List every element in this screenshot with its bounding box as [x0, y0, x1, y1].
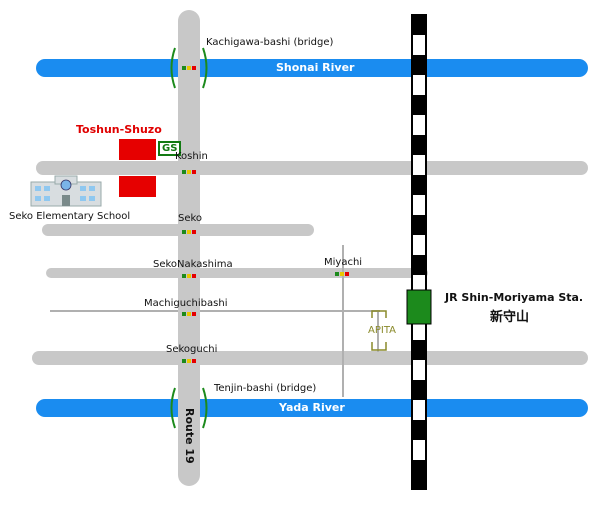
seko-nakashima-label: SekoNakashima	[153, 259, 233, 270]
machiguchibashi-label: Machiguchibashi	[144, 298, 228, 309]
railway-segments	[412, 15, 426, 489]
school-label: Seko Elementary School	[9, 211, 131, 222]
shonai-river-label: Shonai River	[276, 61, 355, 74]
gas-station-label: GS	[158, 141, 182, 156]
station-name-ja: 新守山	[490, 310, 530, 325]
brewery-block-south	[119, 176, 156, 197]
route-19-label: Route 19	[183, 408, 196, 464]
apita-road-lower	[343, 385, 378, 397]
brewery-block-north	[119, 139, 156, 160]
kachigawa-bridge	[170, 47, 208, 89]
tenjin-bridge-label: Tenjin-bashi (bridge)	[214, 383, 317, 394]
koshin-road	[36, 161, 588, 175]
school-icon	[30, 175, 102, 207]
yada-river-label: Yada River	[279, 401, 345, 414]
brewery-label: Toshun-Shuzo	[76, 123, 162, 136]
tenjin-bridge	[170, 387, 208, 429]
apita-label: APITA	[368, 325, 396, 336]
koshin-label: Koshin	[175, 151, 208, 162]
shonai-river	[36, 59, 588, 77]
route-19-road	[178, 10, 200, 486]
seko-nakashima-road	[46, 268, 428, 278]
seko-label: Seko	[178, 213, 203, 224]
traffic-signals	[182, 66, 349, 363]
sekoguchi-label: Sekoguchi	[166, 344, 218, 355]
sekoguchi-road	[32, 351, 588, 365]
miyachi-label: Miyachi	[324, 257, 363, 268]
station-name-en: JR Shin-Moriyama Sta.	[445, 291, 584, 304]
railway	[411, 14, 427, 490]
kachigawa-bridge-label: Kachigawa-bashi (bridge)	[206, 37, 334, 48]
apita-outline	[371, 310, 387, 351]
station-marker	[406, 289, 432, 325]
yada-river	[36, 399, 588, 417]
